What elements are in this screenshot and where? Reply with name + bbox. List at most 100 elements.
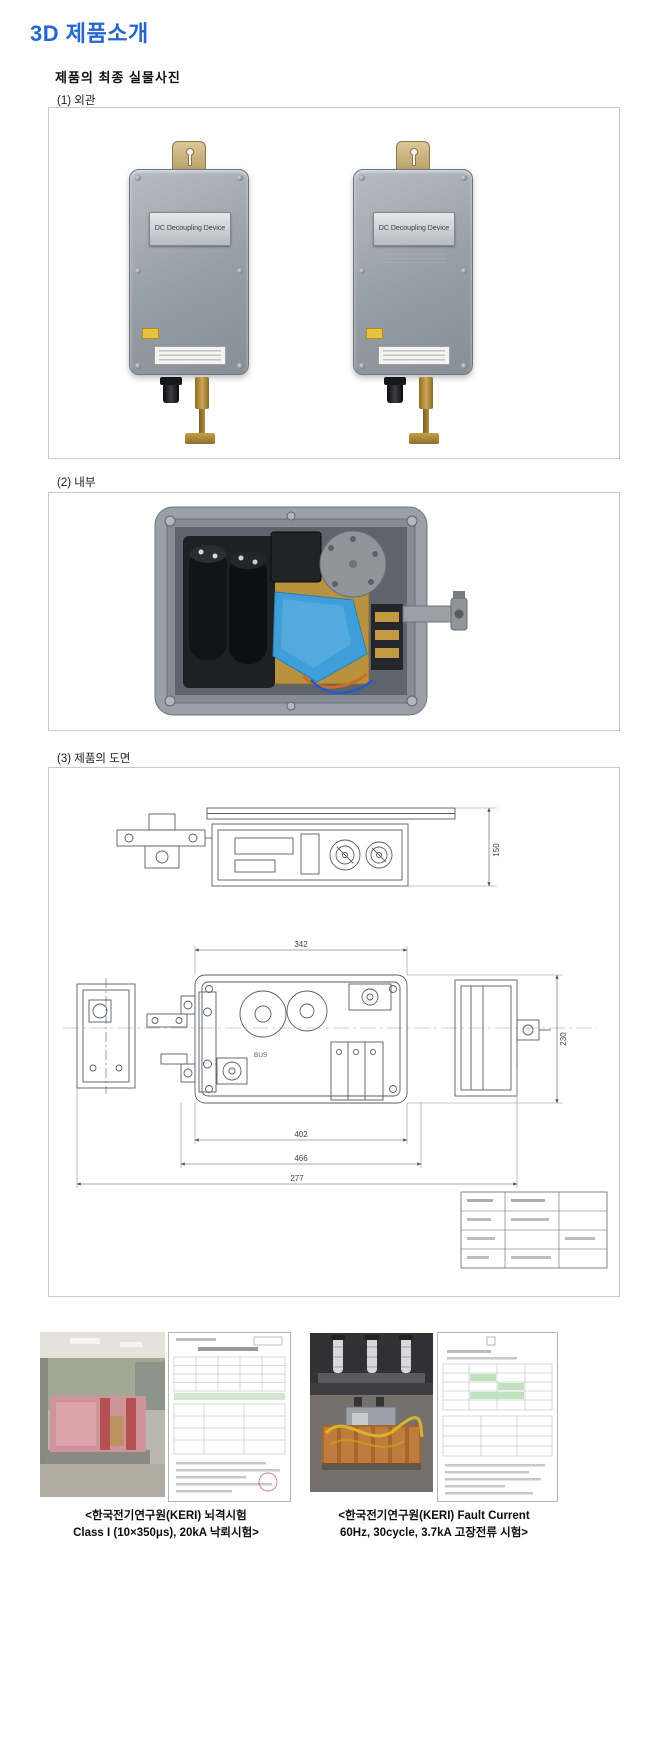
yellow-cable (324, 1416, 424, 1438)
highlight-row (174, 1393, 285, 1400)
metal-disc (319, 530, 387, 598)
cable-gland (160, 377, 182, 403)
warning-label (366, 328, 383, 339)
etched-text-lines (382, 254, 446, 264)
left-side-view (76, 978, 136, 1094)
orange-wire (301, 672, 368, 689)
impulse-generator (46, 1396, 150, 1464)
screw-icon (359, 175, 365, 181)
keri-lightning-test-photo (40, 1332, 165, 1497)
capacitor (229, 551, 267, 664)
subsection-interior-label: (2) 내부 (57, 477, 96, 489)
blue-insulation-plate (272, 591, 368, 683)
interior-photo (154, 506, 468, 716)
caption-line: 60Hz, 30cycle, 3.7kA 고장전류 시험> (339, 1527, 529, 1539)
report-header-line (176, 1338, 216, 1341)
screw-icon (461, 175, 467, 181)
terminal-rod (423, 409, 429, 443)
warning-label (142, 328, 159, 339)
spec-label (154, 346, 226, 365)
device-nameplate: DC Decoupling Device (373, 212, 455, 246)
report-table (442, 1363, 553, 1411)
bus-structure (318, 1373, 425, 1383)
bus-base (310, 1383, 433, 1395)
keyhole-slot (412, 155, 416, 166)
screw-icon (237, 363, 243, 369)
device-nameplate: DC Decoupling Device (149, 212, 231, 246)
screw-icon (406, 515, 418, 527)
brass-terminal (419, 377, 433, 409)
report-stamp-box (253, 1336, 283, 1346)
bracket-detail (146, 991, 217, 1093)
screw-icon (164, 515, 176, 527)
dim-front-width: 342 (294, 940, 308, 949)
dim-top-height: 150 (492, 843, 501, 857)
screw-icon (461, 363, 467, 369)
screw-icon (359, 268, 365, 274)
keri-fault-test-photo (310, 1333, 433, 1492)
spec-label-lines (159, 350, 221, 361)
caption-lightning-test: <한국전기연구원(KERI) 뇌격시험 Class I (10×350μs), … (36, 1508, 296, 1542)
report-title-line (198, 1347, 258, 1351)
report-text-lines (445, 1464, 545, 1495)
caption-line: Class I (10×350μs), 20kA 낙뢰시험> (73, 1527, 259, 1539)
top-view-dimension (408, 807, 497, 887)
spec-label (378, 346, 450, 365)
lab-column (40, 1358, 48, 1464)
wooden-pallet (322, 1425, 421, 1470)
screw-icon (237, 175, 243, 181)
brass-terminal (195, 377, 209, 409)
screw-icon (461, 268, 467, 274)
top-view (116, 807, 456, 887)
device-body: DC Decoupling Device (129, 169, 249, 375)
dimension-height (407, 974, 563, 1104)
section-heading: 제품의 최종 실물사진 (55, 70, 181, 85)
capacitor (189, 545, 227, 660)
screw-icon (135, 268, 141, 274)
report-table-2 (442, 1415, 553, 1457)
title-block (460, 1191, 608, 1269)
ceiling-light (120, 1342, 142, 1347)
screw-icon (286, 511, 296, 521)
insulator-stack (331, 1335, 345, 1373)
subsection-exterior-label: (1) 외관 (57, 95, 96, 107)
yellow-cable (329, 1439, 405, 1448)
dim-outer-width: 277 (290, 1174, 304, 1183)
screw-icon (406, 695, 418, 707)
terminal-clamp (185, 433, 215, 444)
caption-line: <한국전기연구원(KERI) Fault Current (338, 1510, 530, 1522)
terminal-block (371, 604, 403, 670)
nameplate-text: DC Decoupling Device (378, 225, 450, 232)
highlight-cell (470, 1392, 524, 1399)
report-table-2 (173, 1403, 286, 1455)
screw-icon (164, 695, 176, 707)
device-photo-left: DC Decoupling Device (129, 141, 249, 451)
insulator-stack (399, 1335, 413, 1373)
screw-icon (237, 268, 243, 274)
interior-photo-box (48, 492, 620, 731)
dimension-bottom (76, 1070, 518, 1188)
device-photo-right: DC Decoupling Device (353, 141, 473, 451)
keri-lightning-test-report (168, 1332, 291, 1502)
lab-ceiling (40, 1332, 165, 1358)
subsection-drawing-label: (3) 제품의 도면 (57, 753, 131, 765)
dim-mid-width: 466 (294, 1154, 308, 1163)
dim-side-height: 230 (559, 1032, 568, 1046)
screw-icon (135, 175, 141, 181)
highlight-cell (498, 1383, 524, 1390)
spec-label-lines (383, 350, 445, 361)
page-title: 3D 제품소개 (30, 21, 149, 46)
device-body: DC Decoupling Device (353, 169, 473, 375)
keyhole-slot (188, 155, 192, 166)
drawing-box: 150 (48, 767, 620, 1297)
highlight-cell (470, 1374, 496, 1381)
nameplate-text: DC Decoupling Device (154, 225, 226, 232)
caption-line: <한국전기연구원(KERI) 뇌격시험 (85, 1510, 247, 1522)
dim-inner-width: 402 (294, 1130, 308, 1139)
external-bracket-arm (402, 591, 468, 631)
dimension-front-width (194, 946, 408, 975)
lab-floor (40, 1464, 165, 1497)
bus-label: BUS (254, 1052, 268, 1059)
relay-block (270, 531, 322, 583)
